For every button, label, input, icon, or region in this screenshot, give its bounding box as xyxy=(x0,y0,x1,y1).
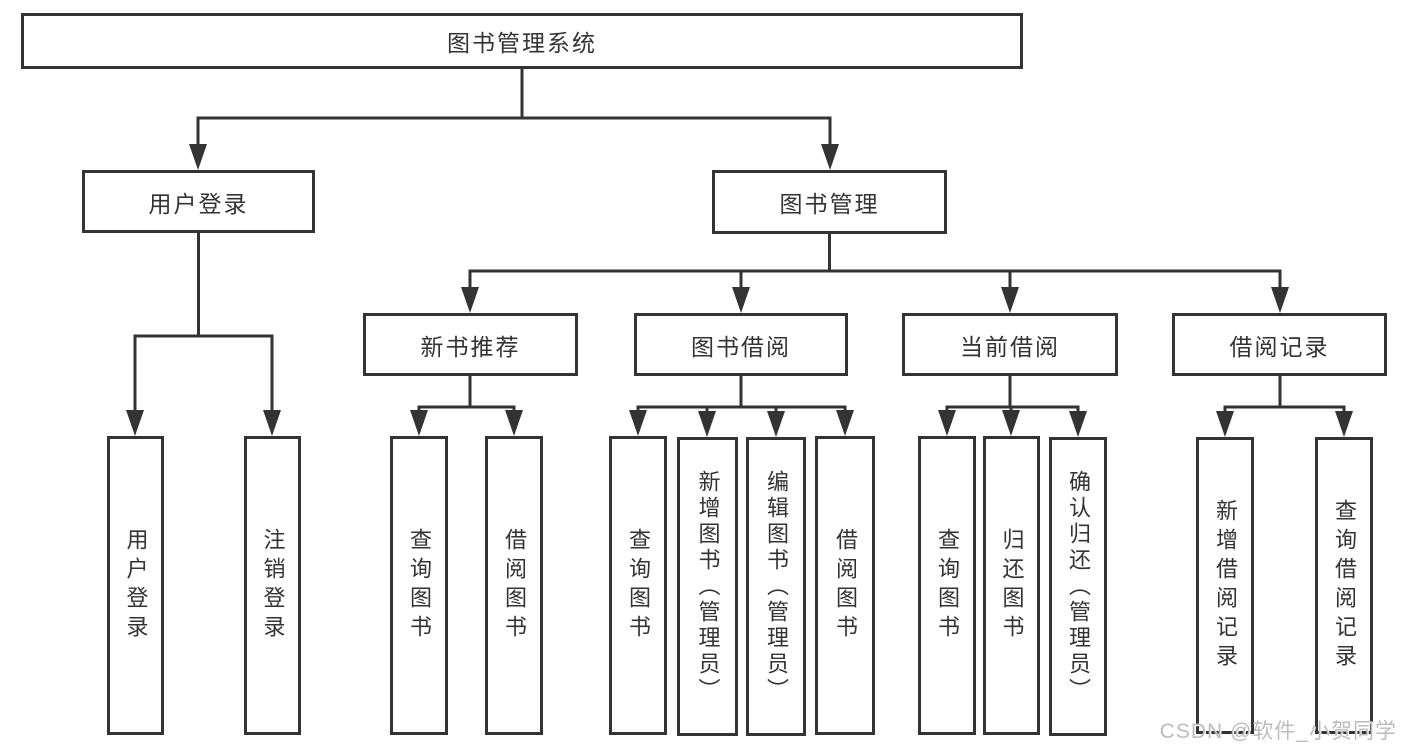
node-user-login-leaf: 用户登录 xyxy=(107,436,164,735)
node-book-management-label: 图书管理 xyxy=(779,191,880,217)
node-borrowing-records-label: 借阅记录 xyxy=(1229,333,1330,360)
node-query-borrow-record-label: 查询借阅记录 xyxy=(1332,498,1357,673)
node-query-borrow-record: 查询借阅记录 xyxy=(1315,437,1373,734)
node-add-borrow-record-label: 新增借阅记录 xyxy=(1213,498,1238,673)
node-add-book-admin: 新增图书（管理员） xyxy=(677,437,738,736)
node-user-login-leaf-label: 用户登录 xyxy=(123,527,149,644)
node-query-books-borrowing: 查询图书 xyxy=(609,436,667,735)
node-library-system: 图书管理系统 xyxy=(21,13,1023,69)
node-current-borrowing-label: 当前借阅 xyxy=(960,333,1060,360)
node-edit-book-admin-label: 编辑图书（管理员） xyxy=(764,469,789,704)
node-return-book-label: 归还图书 xyxy=(999,527,1025,644)
node-borrow-books-borrowing: 借阅图书 xyxy=(815,436,875,735)
node-borrow-books-recommend-label: 借阅图书 xyxy=(502,527,527,644)
node-add-book-admin-label: 新增图书（管理员） xyxy=(695,469,721,704)
node-borrow-books-borrowing-label: 借阅图书 xyxy=(833,527,858,644)
node-book-borrowing: 图书借阅 xyxy=(634,313,848,376)
node-logout: 注销登录 xyxy=(244,436,301,735)
node-query-books-recommend: 查询图书 xyxy=(390,436,448,735)
node-confirm-return-admin-label: 确认归还（管理员） xyxy=(1066,469,1091,704)
node-return-book: 归还图书 xyxy=(983,436,1040,735)
node-edit-book-admin: 编辑图书（管理员） xyxy=(746,437,806,736)
node-library-system-label: 图书管理系统 xyxy=(447,30,597,56)
node-current-borrowing: 当前借阅 xyxy=(902,313,1118,376)
node-new-book-recommend: 新书推荐 xyxy=(363,313,578,376)
node-confirm-return-admin: 确认归还（管理员） xyxy=(1049,437,1107,736)
node-query-books-borrowing-label: 查询图书 xyxy=(626,527,651,644)
node-user-login: 用户登录 xyxy=(82,170,315,233)
node-book-management: 图书管理 xyxy=(712,170,947,234)
node-logout-label: 注销登录 xyxy=(260,527,286,644)
node-query-books-recommend-label: 查询图书 xyxy=(407,527,432,644)
node-query-books-current-label: 查询图书 xyxy=(935,527,960,644)
node-add-borrow-record: 新增借阅记录 xyxy=(1196,437,1254,734)
node-borrow-books-recommend: 借阅图书 xyxy=(485,436,543,735)
node-new-book-recommend-label: 新书推荐 xyxy=(420,333,521,360)
node-user-login-label: 用户登录 xyxy=(148,190,249,217)
node-borrowing-records: 借阅记录 xyxy=(1172,313,1387,376)
node-book-borrowing-label: 图书借阅 xyxy=(691,333,791,360)
node-query-books-current: 查询图书 xyxy=(918,436,976,735)
